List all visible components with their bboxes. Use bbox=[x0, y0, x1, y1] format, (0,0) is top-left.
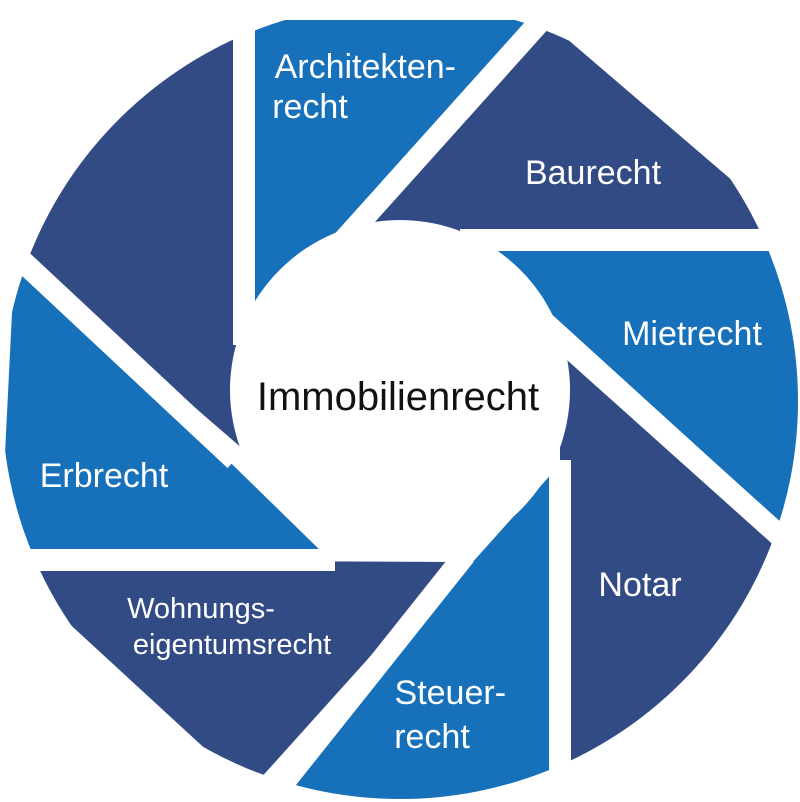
segment-steuerrecht bbox=[260, 470, 555, 799]
label-architektenrecht: Architekten- recht bbox=[272, 48, 465, 126]
label-line: recht bbox=[394, 718, 470, 756]
segment-wohnungseigentumsrecht bbox=[2, 560, 455, 790]
label-baurecht: Baurecht bbox=[525, 154, 662, 192]
label-line: Steuer- bbox=[395, 674, 507, 712]
center-label: Immobilienrecht bbox=[257, 375, 539, 419]
label-line: recht bbox=[272, 88, 348, 126]
label-notar: Notar bbox=[598, 566, 681, 604]
segment-baurecht bbox=[345, 20, 790, 240]
label-line: Wohnungs- bbox=[127, 593, 275, 625]
label-line: eigentumsrecht bbox=[133, 629, 331, 661]
label-steuerrecht: Steuer- recht bbox=[394, 674, 515, 756]
label-line: Architekten- bbox=[275, 48, 456, 86]
segment-erbrecht bbox=[2, 252, 325, 555]
label-mietrecht: Mietrecht bbox=[622, 315, 762, 353]
label-erbrecht: Erbrecht bbox=[40, 457, 169, 495]
center-hub bbox=[230, 220, 570, 560]
label-wohnungseigentumsrecht: Wohnungs- eigentumsrecht bbox=[127, 593, 331, 661]
